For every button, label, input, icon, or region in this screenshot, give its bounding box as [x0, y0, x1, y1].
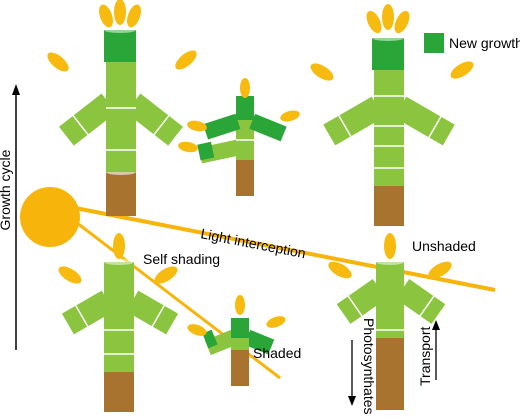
sun [20, 187, 80, 247]
plant-center-small [178, 78, 300, 196]
legend: New growth [424, 33, 520, 53]
legend-label: New growth [449, 35, 520, 51]
photosynthates-arrow [348, 340, 356, 406]
growth-cycle-arrow [12, 84, 20, 350]
plant-bottom-small [187, 295, 286, 386]
photosynthates-label: Photosynthates [361, 318, 377, 415]
legend-swatch [424, 33, 444, 53]
self-shading-label: Self shading [143, 251, 220, 267]
transport-label: Transport [417, 326, 433, 386]
plant-bottom-right [328, 233, 452, 410]
growth-cycle-label: Growth cycle [0, 149, 13, 230]
plant-bottom-left [58, 233, 179, 412]
plant-top-left [47, 0, 197, 216]
transport-arrow [432, 320, 440, 380]
plant-top-right [310, 4, 474, 226]
unshaded-label: Unshaded [412, 238, 476, 254]
shaded-label: Shaded [253, 345, 301, 361]
